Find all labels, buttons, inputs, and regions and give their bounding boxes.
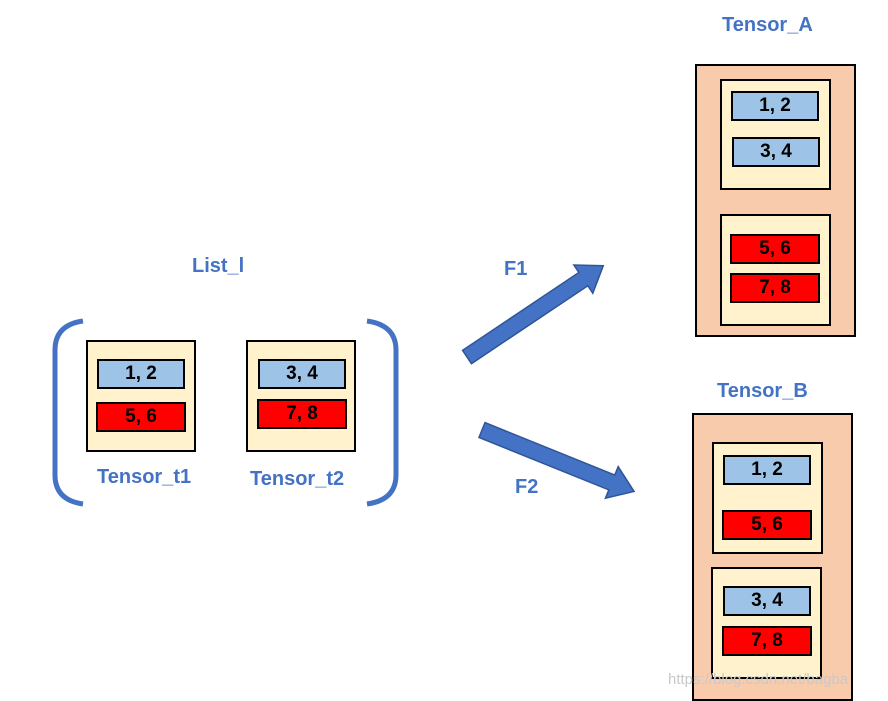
tensor-a-block2-row1: 5, 6 — [730, 234, 820, 264]
tensor-a-title: Tensor_A — [722, 14, 813, 36]
tensor-b-block2-row2: 7, 8 — [722, 626, 812, 656]
tensor-a-block1-row1: 1, 2 — [731, 91, 819, 121]
arrow-f2-label: F2 — [515, 476, 539, 498]
arrow-f1 — [461, 264, 605, 365]
tensor-b-block1-row1: 1, 2 — [723, 455, 811, 485]
tensor-t1-row2: 5, 6 — [96, 402, 186, 432]
right-bracket — [366, 318, 399, 507]
watermark: https://blog.csdn.net/bagba — [668, 671, 849, 688]
tensor-t2-box: 3, 4 7, 8 — [246, 340, 356, 452]
tensor-b-block2-row1: 3, 4 — [723, 586, 811, 616]
tensor-a-block1: 1, 2 3, 4 — [720, 79, 831, 190]
tensor-t1-row1: 1, 2 — [97, 359, 185, 389]
tensor-b-box: 1, 2 5, 6 3, 4 7, 8 — [692, 413, 853, 701]
tensor-b-block1: 1, 2 5, 6 — [712, 442, 823, 554]
tensor-t2-row2: 7, 8 — [257, 399, 347, 429]
tensor-b-block1-row2: 5, 6 — [722, 510, 812, 540]
arrow-f2 — [478, 421, 636, 500]
tensor-t2-row1: 3, 4 — [258, 359, 346, 389]
tensor-a-box: 1, 2 3, 4 5, 6 7, 8 — [695, 64, 856, 337]
tensor-a-block1-row2: 3, 4 — [732, 137, 820, 167]
tensor-t1-box: 1, 2 5, 6 — [86, 340, 196, 452]
left-bracket — [52, 318, 84, 507]
tensor-a-block2-row2: 7, 8 — [730, 273, 820, 303]
tensor-t2-label: Tensor_t2 — [250, 468, 345, 490]
arrow-f1-label: F1 — [504, 258, 528, 280]
tensor-b-title: Tensor_B — [717, 380, 808, 402]
list-title: List_l — [192, 255, 245, 277]
tensor-b-block2: 3, 4 7, 8 — [711, 567, 822, 679]
tensor-t1-label: Tensor_t1 — [97, 466, 192, 488]
tensor-a-block2: 5, 6 7, 8 — [720, 214, 831, 326]
